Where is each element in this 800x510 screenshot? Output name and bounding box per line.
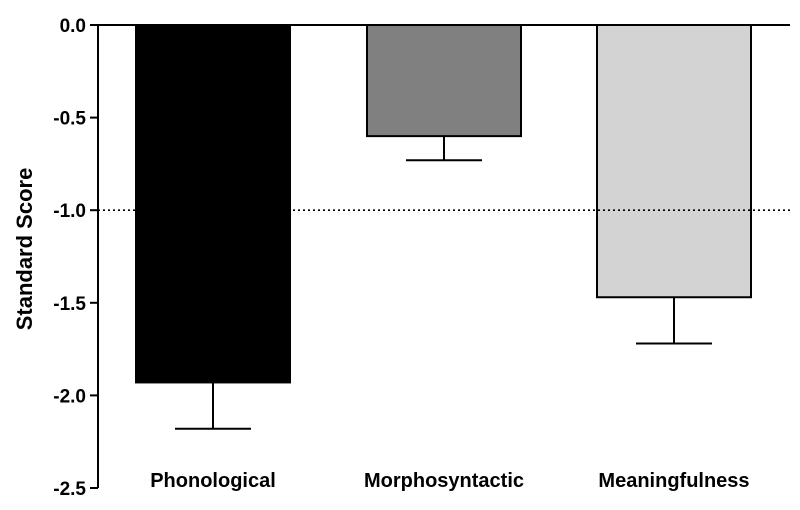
category-label-phonological: Phonological <box>150 470 276 492</box>
y-axis <box>97 24 790 488</box>
y-ticks: 0.0 -0.5 -1.0 -1.5 -2.0 -2.5 <box>53 16 98 500</box>
y-tick-label: -0.5 <box>53 109 86 130</box>
category-label-meaningfulness: Meaningfulness <box>598 470 749 492</box>
bars-layer <box>135 24 752 384</box>
error-bar-meaningfulness <box>636 297 712 345</box>
y-tick-label: 0.0 <box>60 16 86 37</box>
category-labels: Phonological Morphosyntactic Meaningfulnes… <box>150 470 749 492</box>
y-axis-title: Standard Score <box>12 168 37 331</box>
error-bar-morphosyntactic <box>406 136 482 162</box>
bar-meaningfulness <box>596 24 752 299</box>
y-tick-label: -2.0 <box>53 386 86 407</box>
error-bars-layer <box>175 136 712 430</box>
category-label-morphosyntactic: Morphosyntactic <box>364 470 524 492</box>
y-tick-label: -1.0 <box>53 201 86 222</box>
bar-phonological <box>135 24 291 384</box>
bar-morphosyntactic <box>366 24 522 138</box>
error-bar-phonological <box>175 382 251 430</box>
y-tick-label: -1.5 <box>53 294 86 315</box>
y-tick-label: -2.5 <box>53 479 86 500</box>
